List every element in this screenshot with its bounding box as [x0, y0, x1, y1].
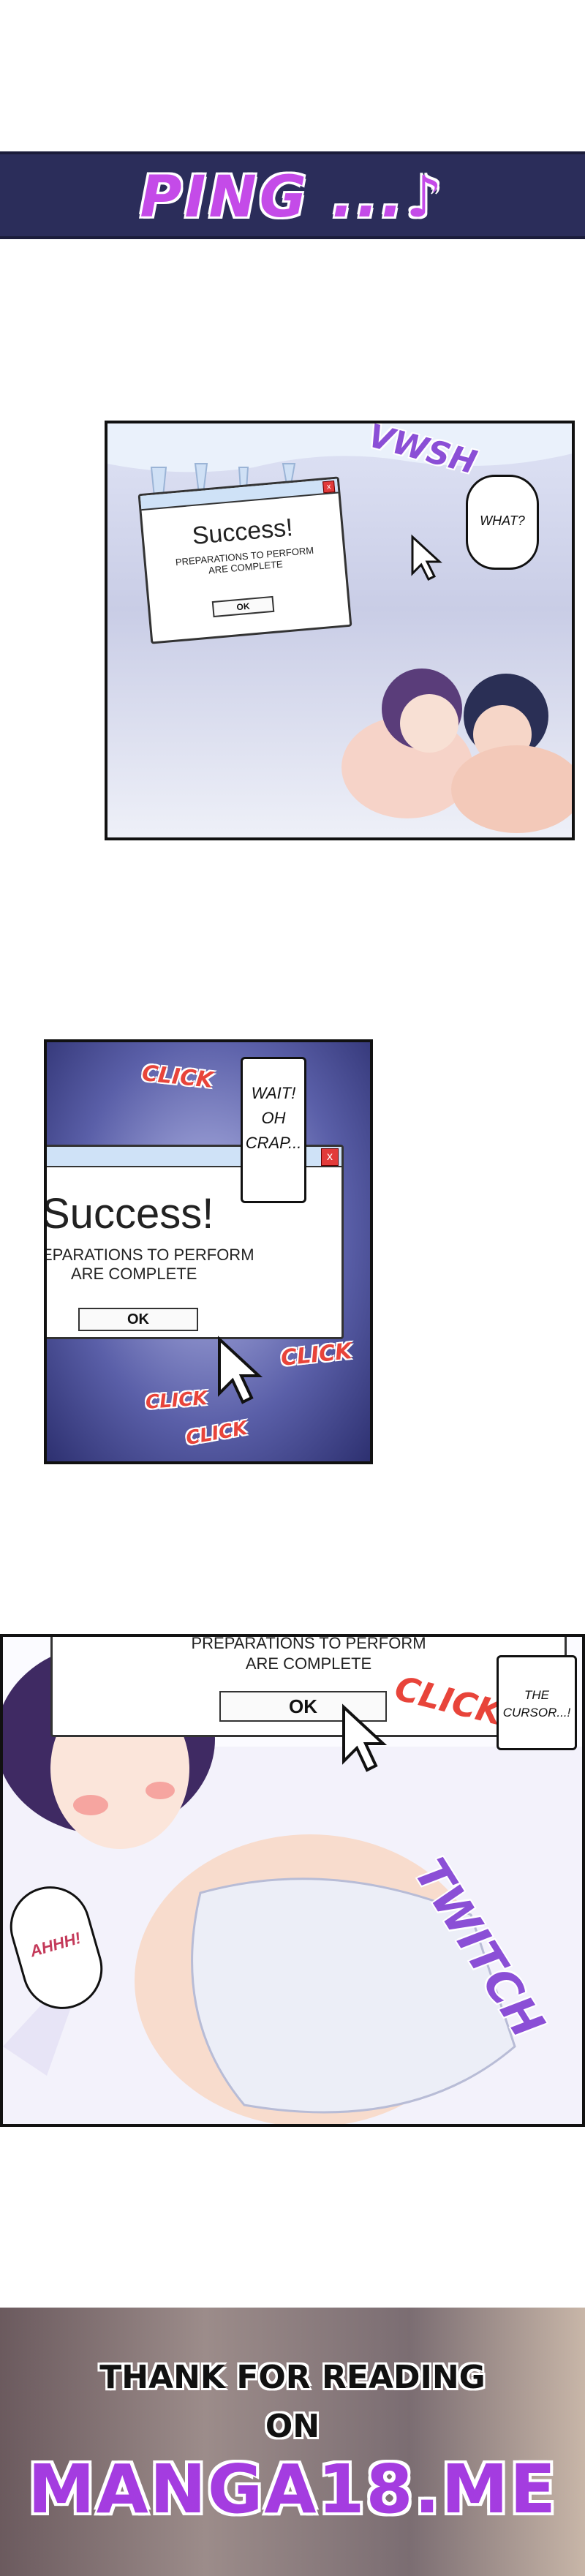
ping-banner [0, 151, 585, 239]
ok-button[interactable]: OK [219, 1691, 387, 1722]
sfx-click-1: CLICK [140, 1060, 215, 1094]
success-dialog: x Success! PREPARATIONS TO PERFORM ARE C… [137, 476, 352, 644]
speech-bubble-what: WHAT? [466, 475, 539, 570]
dialog-message-line1: EPARATIONS TO PERFORM [44, 1246, 254, 1264]
cursor-icon [411, 534, 442, 581]
footer-site-name[interactable]: MANGA18.ME [28, 2450, 557, 2528]
bubble-cursor-line1: THE [524, 1688, 549, 1702]
panel1-art [107, 423, 572, 833]
bubble-wait-line3: CRAP... [245, 1134, 302, 1152]
close-icon[interactable]: x [321, 1148, 339, 1166]
dialog-title: Success! [44, 1190, 214, 1238]
bubble-cursor-line2: CURSOR...! [502, 1706, 571, 1720]
close-icon[interactable]: x [322, 480, 336, 494]
ping-banner-text: PING ...♪ [140, 165, 445, 230]
sfx-click-4: CLICK [184, 1417, 249, 1450]
comic-panel-2: x Success! EPARATIONS TO PERFORM ARE COM… [44, 1039, 373, 1464]
footer-thanks: THANK FOR READING [99, 2359, 486, 2396]
ok-button[interactable]: OK [78, 1308, 198, 1331]
sfx-click-3: CLICK [145, 1387, 208, 1414]
comic-panel-1: x Success! PREPARATIONS TO PERFORM ARE C… [105, 421, 575, 840]
speech-bubble-wait: WAIT! OH CRAP... [241, 1057, 306, 1203]
bubble-wait-line2: OH [261, 1109, 286, 1127]
footer-banner [0, 2308, 585, 2576]
dialog-message-line2: ARE COMPLETE [245, 1654, 372, 1673]
comic-panel-3: PREPARATIONS TO PERFORM ARE COMPLETE OK … [0, 1634, 585, 2127]
dialog-message-line2: ARE COMPLETE [71, 1265, 197, 1283]
footer-on: ON [265, 2408, 320, 2445]
dialog-message-line1: PREPARATIONS TO PERFORM [191, 1634, 426, 1652]
sfx-click-2: CLICK [279, 1338, 354, 1372]
panel3-art [3, 1644, 582, 2124]
success-dialog-bottom: PREPARATIONS TO PERFORM ARE COMPLETE OK [50, 1634, 567, 1737]
cursor-icon [342, 1703, 388, 1772]
cursor-icon [218, 1336, 263, 1404]
speech-bubble-cursor: THE CURSOR...! [497, 1655, 577, 1750]
bubble-wait-line1: WAIT! [251, 1084, 296, 1102]
ok-button[interactable]: OK [211, 595, 275, 618]
